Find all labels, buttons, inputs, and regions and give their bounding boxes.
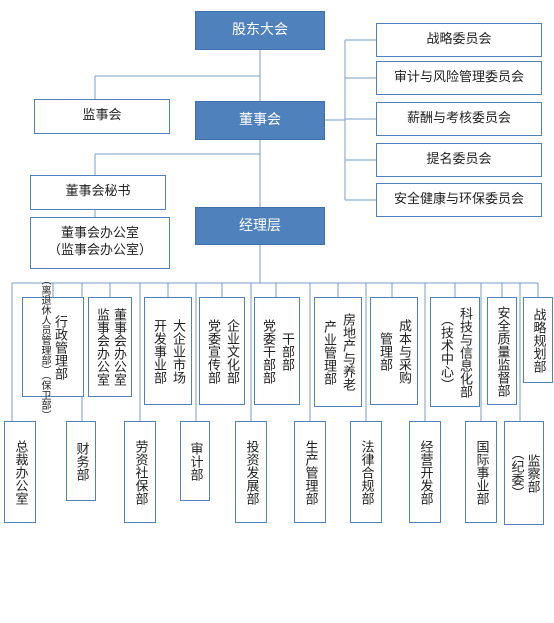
committee-nomination: 提名委员会 bbox=[376, 143, 542, 177]
dept-finance: 财务部 bbox=[66, 421, 96, 501]
dept-safety-quality: 安全质量监督部 bbox=[487, 297, 517, 405]
dept-cadre: 干部部 党委干部部 bbox=[254, 297, 300, 405]
dept-international: 国际事业部 bbox=[465, 421, 497, 523]
dept-president-office: 总裁办公室 bbox=[4, 421, 36, 523]
management-box: 经理层 bbox=[195, 207, 325, 245]
dept-tech-it: 科技与信息化部 （技术中心） bbox=[430, 297, 480, 407]
committee-audit-risk: 审计与风险管理委员会 bbox=[376, 61, 542, 95]
dept-real-estate: 房地产与养老 产业管理部 bbox=[314, 297, 362, 407]
shareholders-box: 股东大会 bbox=[195, 11, 325, 50]
dept-labor-social: 劳资社保部 bbox=[124, 421, 156, 523]
dept-corporate-culture: 企业文化部 党委宣传部 bbox=[199, 297, 245, 405]
dept-investment: 投资发展部 bbox=[235, 421, 267, 523]
supervisory-board-box: 监事会 bbox=[34, 99, 170, 134]
committee-compensation: 薪酬与考核委员会 bbox=[376, 102, 542, 136]
dept-admin: 行政管理部 （离退休人员管理部）（保卫部） bbox=[22, 275, 84, 420]
committee-safety-env: 安全健康与环保委员会 bbox=[376, 183, 542, 217]
dept-strategy-planning: 战略规划部 bbox=[523, 297, 553, 383]
dept-supervision: 监察部 （纪委） bbox=[504, 421, 544, 525]
dept-production: 生产管理部 bbox=[294, 421, 326, 523]
board-secretary-box: 董事会秘书 bbox=[30, 175, 166, 210]
dept-business-dev: 经营开发部 bbox=[409, 421, 441, 523]
board-box: 董事会 bbox=[195, 101, 325, 140]
dept-enterprise-market: 大企业市场 开发事业部 bbox=[144, 297, 192, 405]
board-office-box: 董事会办公室 （监事会办公室） bbox=[30, 217, 170, 269]
committee-strategy: 战略委员会 bbox=[376, 23, 542, 57]
dept-legal: 法律合规部 bbox=[350, 421, 382, 523]
dept-board-office: 董事会办公室 监事会办公室 bbox=[88, 297, 132, 397]
dept-cost-procurement: 成本与采购 管理部 bbox=[370, 297, 418, 405]
dept-audit: 审计部 bbox=[180, 421, 210, 501]
